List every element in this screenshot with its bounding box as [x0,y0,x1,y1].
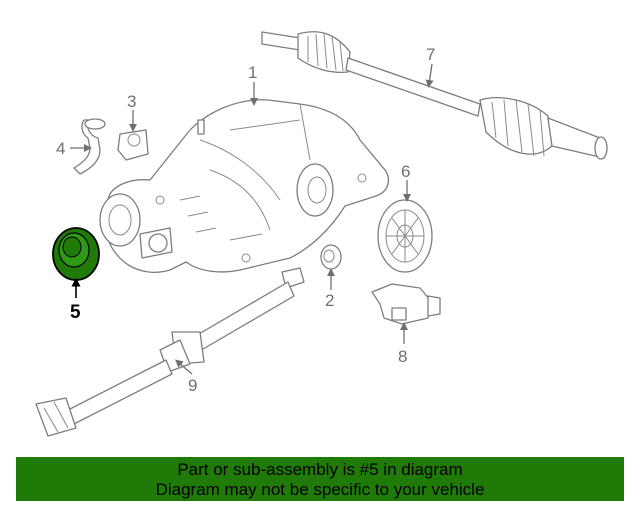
callout-1[interactable]: 1 [248,63,257,82]
part-8-sensor[interactable] [371,283,441,325]
part-9-drive-shaft[interactable] [35,267,305,437]
callout-6[interactable]: 6 [401,162,410,181]
callout-2[interactable]: 2 [325,291,334,310]
callout-8[interactable]: 8 [398,347,407,366]
banner-line-part: Part or sub-assembly is #5 in diagram [177,460,463,479]
part-6-disc[interactable] [377,199,433,273]
part-7-axle-shaft[interactable] [261,31,608,160]
callout-7[interactable]: 7 [426,45,435,64]
part-info-banner: Part or sub-assembly is #5 in diagram Di… [16,457,624,501]
callout-3[interactable]: 3 [127,92,136,111]
part-2-plug[interactable] [320,244,342,270]
leader-9 [174,359,193,375]
callout-5[interactable]: 5 [70,302,81,323]
part-4-vent-tube[interactable] [73,118,106,175]
callout-9[interactable]: 9 [188,376,197,395]
part-1-differential-housing[interactable] [99,99,390,273]
leader-7 [425,63,434,88]
banner-line-disclaimer: Diagram may not be specific to your vehi… [155,480,485,499]
parts-diagram: 1 2 3 4 5 6 7 8 9 [35,31,608,437]
part-3-clip[interactable] [117,129,149,161]
callout-4[interactable]: 4 [56,139,65,158]
part-5-seal[interactable] [52,227,100,281]
